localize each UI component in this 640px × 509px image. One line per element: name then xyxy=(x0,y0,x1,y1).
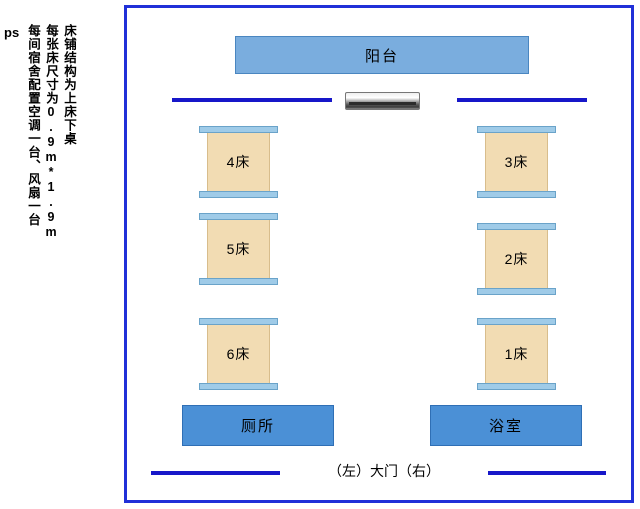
bed-slab-bottom xyxy=(477,383,556,390)
bed-slab-bottom xyxy=(477,191,556,198)
bed-1: 1床 xyxy=(477,318,556,390)
bed-slab-top xyxy=(477,223,556,230)
bed-slab-bottom xyxy=(199,383,278,390)
bed-5: 5床 xyxy=(199,213,278,285)
bed-2: 2床 xyxy=(477,223,556,295)
bed-slab-bottom xyxy=(199,278,278,285)
bed-label: 1床 xyxy=(485,325,548,383)
annotation-line-3: 每间宿舍配置空调一台、风扇一台 xyxy=(26,24,40,227)
bed-slab-bottom xyxy=(199,191,278,198)
bed-4: 4床 xyxy=(199,126,278,198)
balcony-area: 阳台 xyxy=(235,36,529,74)
annotation-line-2: 每张床尺寸为0.9m*1.9m xyxy=(44,24,58,240)
toilet-area: 厕所 xyxy=(182,405,334,446)
bed-3: 3床 xyxy=(477,126,556,198)
air-conditioner-icon xyxy=(345,92,420,110)
ps-label: ps xyxy=(4,25,20,40)
bed-slab-top xyxy=(199,318,278,325)
bed-slab-top xyxy=(477,126,556,133)
wall-segment-top-right xyxy=(457,98,587,102)
bed-label: 4床 xyxy=(207,133,270,191)
bed-slab-top xyxy=(199,213,278,220)
bed-slab-top xyxy=(199,126,278,133)
bed-label: 2床 xyxy=(485,230,548,288)
bathroom-area: 浴室 xyxy=(430,405,582,446)
bed-label: 3床 xyxy=(485,133,548,191)
bed-slab-bottom xyxy=(477,288,556,295)
wall-segment-top-left xyxy=(172,98,332,102)
bed-6: 6床 xyxy=(199,318,278,390)
bed-slab-top xyxy=(477,318,556,325)
room-floor-plan: 阳台 4床 5床 6床 3床 2床 1床 厕所 浴室 （左）大门（右） xyxy=(124,5,634,503)
bed-label: 6床 xyxy=(207,325,270,383)
door-label: （左）大门（右） xyxy=(280,461,488,481)
bed-label: 5床 xyxy=(207,220,270,278)
annotation-line-1: 床铺结构为上床下桌 xyxy=(62,24,76,146)
